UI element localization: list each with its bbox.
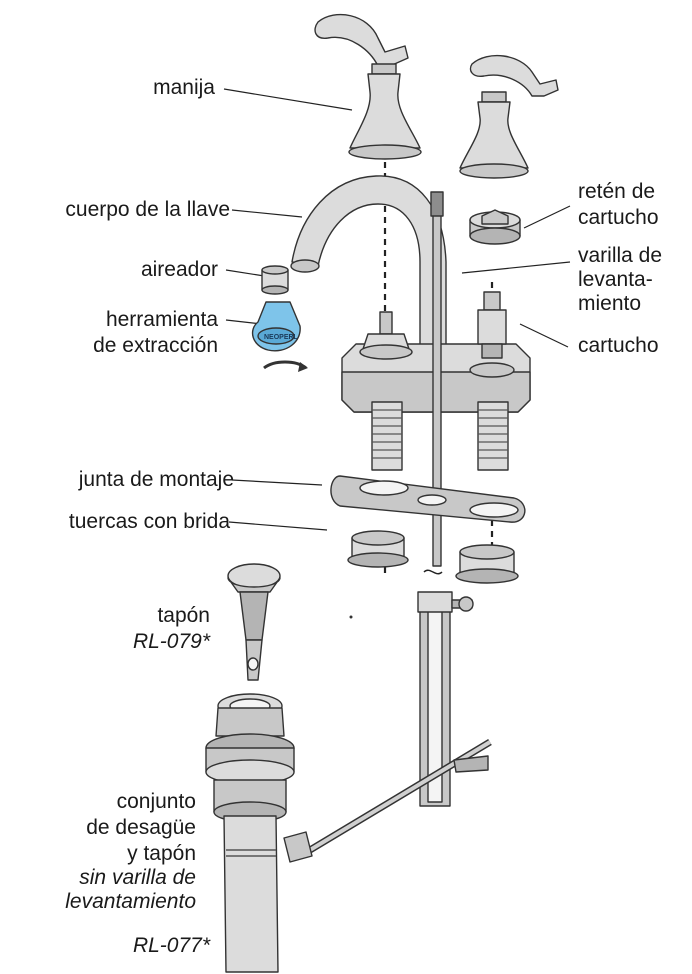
label-stopper-part: RL-079* [132,630,210,653]
threaded-shanks [371,401,509,471]
label-mounting-gasket: junta de montaje [78,468,234,491]
aerator [261,265,289,295]
label-lift-rod-2: levanta- [578,268,653,291]
lift-rod [430,191,444,567]
label-removal-tool-1: herramienta [105,308,218,331]
pivot-rod [298,738,492,860]
clevis-strap [417,591,474,807]
label-flange-nuts: tuercas con brida [68,510,230,533]
handle-left [314,13,422,160]
handle-right [459,54,559,179]
label-drain-1: conjunto [116,790,196,813]
label-stopper: tapón [157,604,210,627]
removal-tool: NEOPERL [251,301,308,372]
label-aerator: aireador [140,258,218,281]
mounting-gasket [330,475,526,523]
flange-nuts [347,530,519,584]
label-drain-3: y tapón [127,842,196,865]
label-cartridge: cartucho [578,334,659,357]
tool-brand-text: NEOPERL [264,334,299,341]
label-cartridge-retainer-1: retén de [578,180,656,203]
valve-stem-left [359,311,413,360]
label-lift-rod-3: miento [578,292,642,315]
leader-lines [223,88,571,531]
label-drain-part: RL-077* [132,934,210,957]
label-drain-2: de desagüe [86,816,196,839]
stopper [227,563,281,681]
label-removal-tool-2: de extracción [93,334,218,357]
label-cartridge-retainer-2: cartucho [578,206,659,229]
label-faucet-body: cuerpo de la llave [65,198,230,221]
label-lift-rod-1: varilla de [578,244,663,267]
drain-assembly [205,693,313,973]
label-handle: manija [153,76,215,99]
cartridge-retainer [469,209,521,245]
label-drain-4: sin varilla de [79,866,196,889]
label-drain-5: levantamiento [65,890,196,913]
cartridge [469,291,515,378]
